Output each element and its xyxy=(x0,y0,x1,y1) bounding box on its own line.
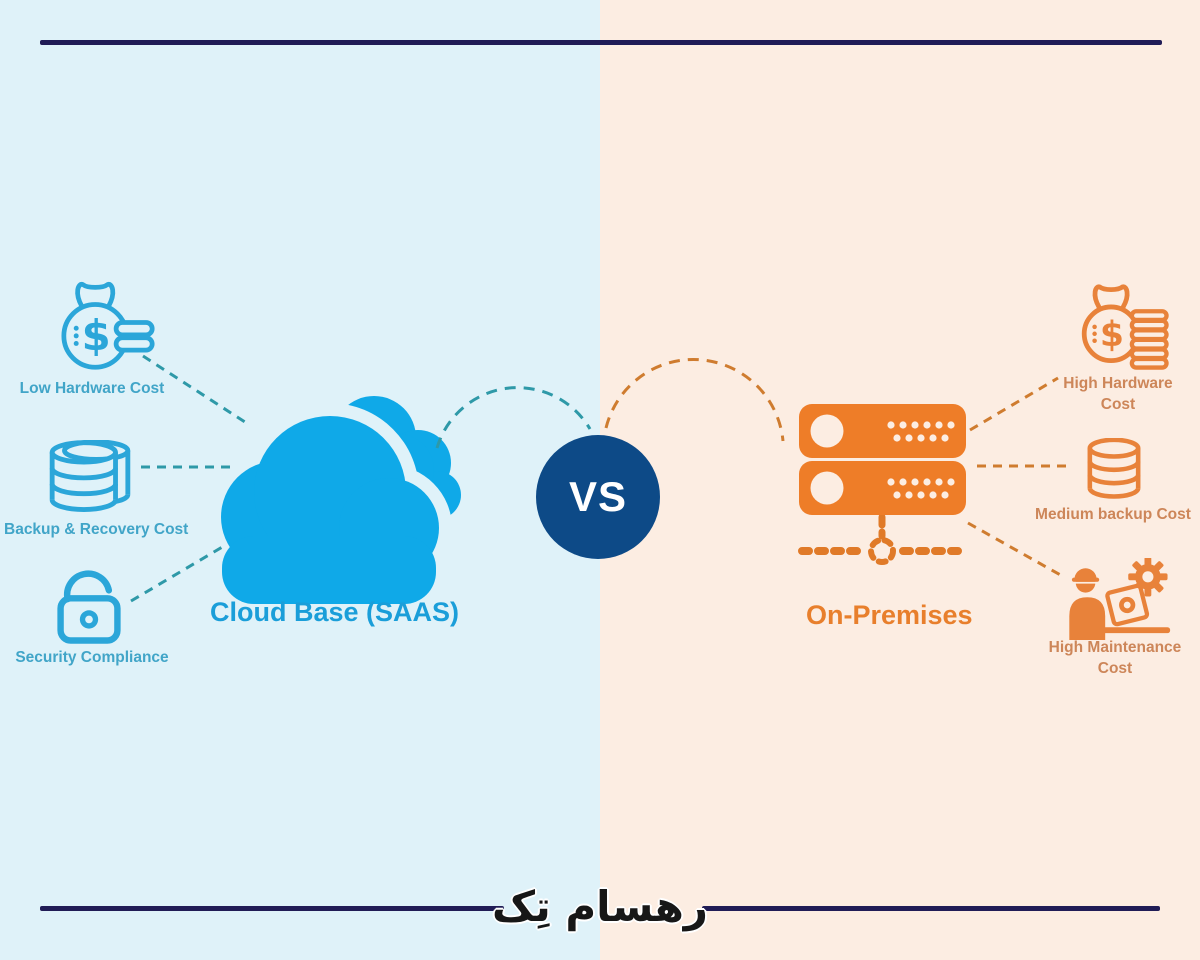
vs-label: VS xyxy=(568,473,628,520)
on-premises-title: On-Premises xyxy=(806,600,973,630)
left-dashed-connectors xyxy=(130,354,249,603)
maintenance-worker-icon xyxy=(1069,558,1171,640)
vs-badge: VS xyxy=(536,435,660,559)
security-compliance-label: Security Compliance xyxy=(15,649,169,666)
padlock-icon xyxy=(57,570,121,644)
medium-backup-cost-label: Medium backup Cost xyxy=(1035,506,1191,523)
bottom-divider-line-left xyxy=(40,906,504,911)
database-stack-icon xyxy=(49,440,131,512)
low-hardware-cost-label: Low Hardware Cost xyxy=(19,380,165,397)
server-network-connector xyxy=(798,513,970,565)
high-maintenance-cost-label: High Maintenance Cost xyxy=(1048,639,1182,677)
cloud-icon xyxy=(221,416,439,604)
vs-to-server-arc xyxy=(604,357,785,442)
database-icon-right xyxy=(1087,438,1141,499)
server-icon xyxy=(799,404,966,515)
backup-recovery-cost-label: Backup & Recovery Cost xyxy=(4,521,189,538)
dollar-symbol: $ xyxy=(82,311,111,360)
cloud-to-vs-arc xyxy=(435,386,592,449)
top-divider-line xyxy=(40,40,1162,45)
right-dashed-connectors xyxy=(967,376,1070,579)
money-bag-coins-icon: $ xyxy=(61,282,155,370)
bottom-divider-line-right xyxy=(702,906,1160,911)
footer-logo: رهسام تِک xyxy=(492,882,708,931)
high-hardware-cost-label: High Hardware Cost xyxy=(1063,375,1173,413)
dollar-symbol: $ xyxy=(1100,315,1124,355)
cloud-base-title: Cloud Base (SAAS) xyxy=(210,597,460,627)
money-bag-coins-icon-right: $ xyxy=(1081,284,1169,370)
